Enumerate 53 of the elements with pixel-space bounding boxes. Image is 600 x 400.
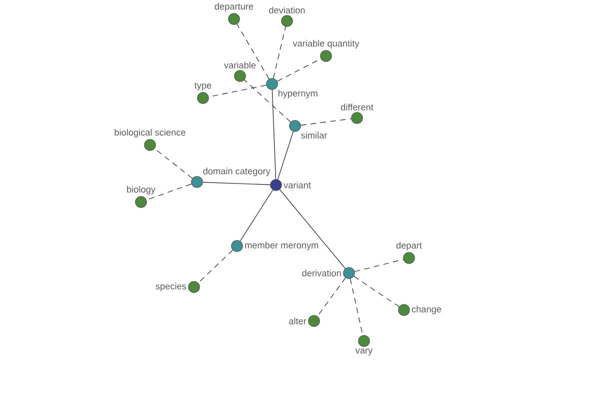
- node-label: biological science: [114, 128, 186, 138]
- connector-line: [198, 250, 234, 284]
- graph-node: member meronym: [231, 240, 318, 252]
- node-label: variant: [284, 182, 311, 188]
- connector-line: [272, 90, 276, 180]
- node-label: variable quantity: [292, 40, 360, 48]
- graph-node: change: [398, 304, 442, 316]
- connector-line: [244, 80, 291, 122]
- connector-line: [273, 26, 286, 79]
- node-label: change: [412, 306, 442, 314]
- node-label: domain category: [203, 168, 270, 176]
- node-label: variable: [224, 62, 256, 68]
- node-label: type: [194, 82, 212, 90]
- node-label: derivation: [302, 270, 341, 276]
- connector-line: [279, 189, 346, 269]
- node-label: hypernym: [278, 90, 318, 98]
- node-label: species: [156, 282, 186, 292]
- connector-line: [202, 182, 270, 186]
- graph-node: biological science: [114, 128, 186, 151]
- graph-node: species: [156, 281, 200, 293]
- node-label: similar: [301, 132, 328, 139]
- graph-node: depart: [396, 242, 422, 264]
- node-label: departure: [214, 2, 254, 12]
- graph-node: type: [194, 82, 212, 104]
- graph-node: alter: [289, 315, 320, 327]
- connector-line: [354, 259, 404, 272]
- connector-line: [277, 131, 294, 180]
- connector-line: [236, 24, 270, 80]
- graph-node: hypernym: [266, 78, 318, 98]
- node-label: deviation: [269, 6, 305, 14]
- graph-node: biology: [127, 186, 156, 208]
- graph-node: deviation: [269, 6, 305, 27]
- node-label: member meronym: [245, 242, 318, 250]
- graph-node: different: [340, 104, 374, 124]
- connector-line: [146, 184, 192, 200]
- graph-node: similar: [289, 120, 328, 139]
- graph-node: variable: [224, 62, 256, 82]
- node-label: depart: [396, 242, 422, 250]
- graph-node: vary: [355, 335, 373, 356]
- graph-node: variant: [270, 179, 311, 191]
- graph-node: variable quantity: [292, 40, 360, 62]
- node-label: vary: [355, 348, 373, 356]
- graph-node: derivation: [302, 267, 355, 279]
- graph-node: domain category: [191, 168, 270, 188]
- node-label: alter: [289, 318, 306, 324]
- connector-line: [154, 148, 193, 179]
- node-label: biology: [127, 186, 156, 194]
- connector-line: [354, 276, 400, 308]
- connector-line: [300, 118, 352, 126]
- graph-node: departure: [214, 2, 254, 25]
- connector-line: [317, 277, 346, 317]
- node-label: different: [340, 104, 374, 110]
- connector-line: [240, 190, 274, 242]
